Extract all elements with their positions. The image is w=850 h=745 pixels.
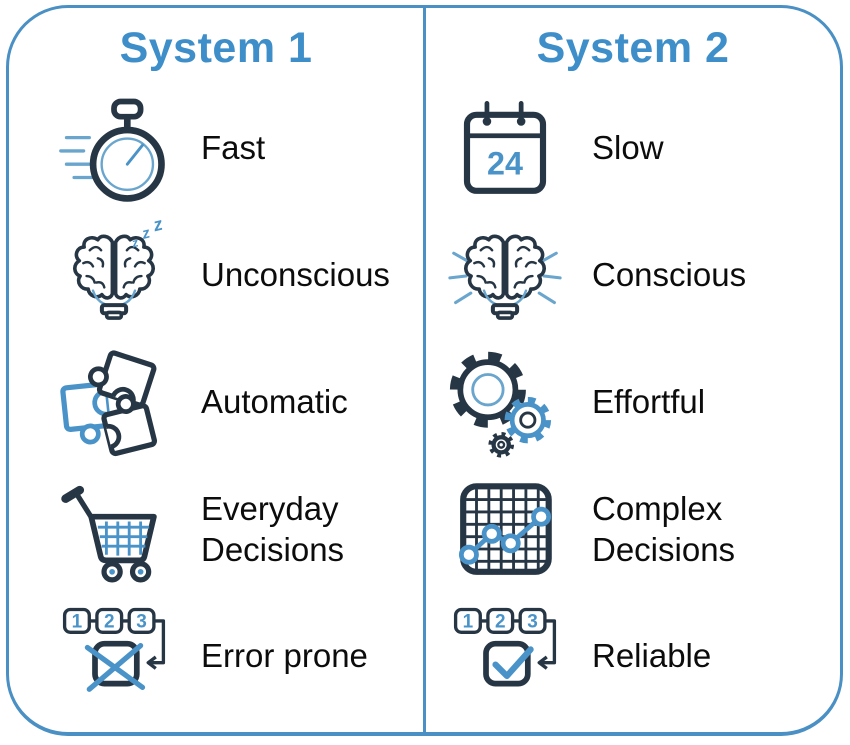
row-label: Unconscious xyxy=(201,256,390,294)
row-conscious: Conscious xyxy=(426,212,840,339)
row-label: Fast xyxy=(201,129,266,167)
row-error-prone: 1 2 3 Error prone xyxy=(9,593,423,720)
sleeping-brain-icon: z z z xyxy=(73,219,165,320)
row-unconscious: z z z Unconscious xyxy=(9,212,423,339)
row-label: Everyday Decisions xyxy=(201,489,345,568)
svg-text:3: 3 xyxy=(527,611,538,632)
system-2-column: System 2 24 Slow xyxy=(426,8,840,732)
row-fast: Fast xyxy=(9,85,423,212)
system-2-title: System 2 xyxy=(536,24,730,72)
svg-text:24: 24 xyxy=(487,145,523,181)
row-everyday-decisions: Everyday Decisions xyxy=(9,466,423,593)
system-1-rows: Fast xyxy=(9,85,423,720)
row-label: Error prone xyxy=(201,637,368,675)
svg-text:z: z xyxy=(150,219,165,235)
row-label: Complex Decisions xyxy=(592,489,736,568)
diagram-frame: System 1 Fast xyxy=(6,5,843,736)
svg-text:1: 1 xyxy=(463,611,474,632)
row-complex-decisions: Complex Decisions xyxy=(426,466,840,593)
system-1-title: System 1 xyxy=(119,24,313,72)
shopping-cart-icon xyxy=(61,485,157,582)
svg-text:3: 3 xyxy=(136,611,147,632)
chart-grid-icon xyxy=(458,482,552,575)
gears-icon xyxy=(449,351,552,458)
svg-text:z: z xyxy=(129,235,140,251)
puzzle-pieces-icon xyxy=(60,349,158,456)
stopwatch-icon xyxy=(59,98,165,202)
svg-text:2: 2 xyxy=(495,611,506,632)
row-label: Effortful xyxy=(592,383,706,421)
system-2-rows: 24 Slow xyxy=(426,85,840,720)
row-reliable: 1 2 3 Reliable xyxy=(426,593,840,720)
row-effortful: Effortful xyxy=(426,339,840,466)
row-label: Automatic xyxy=(201,383,348,421)
svg-text:1: 1 xyxy=(72,611,83,632)
row-label: Slow xyxy=(592,129,664,167)
sequence-error-icon: 1 2 3 xyxy=(62,607,166,692)
calendar-24-icon: 24 xyxy=(463,100,547,194)
svg-text:2: 2 xyxy=(104,611,115,632)
row-label: Conscious xyxy=(592,256,747,294)
shining-brain-icon xyxy=(448,233,562,320)
row-label: Reliable xyxy=(592,637,712,675)
system-1-column: System 1 Fast xyxy=(9,8,426,732)
row-automatic: Automatic xyxy=(9,339,423,466)
sequence-check-icon: 1 2 3 xyxy=(453,607,557,686)
row-slow: 24 Slow xyxy=(426,85,840,212)
